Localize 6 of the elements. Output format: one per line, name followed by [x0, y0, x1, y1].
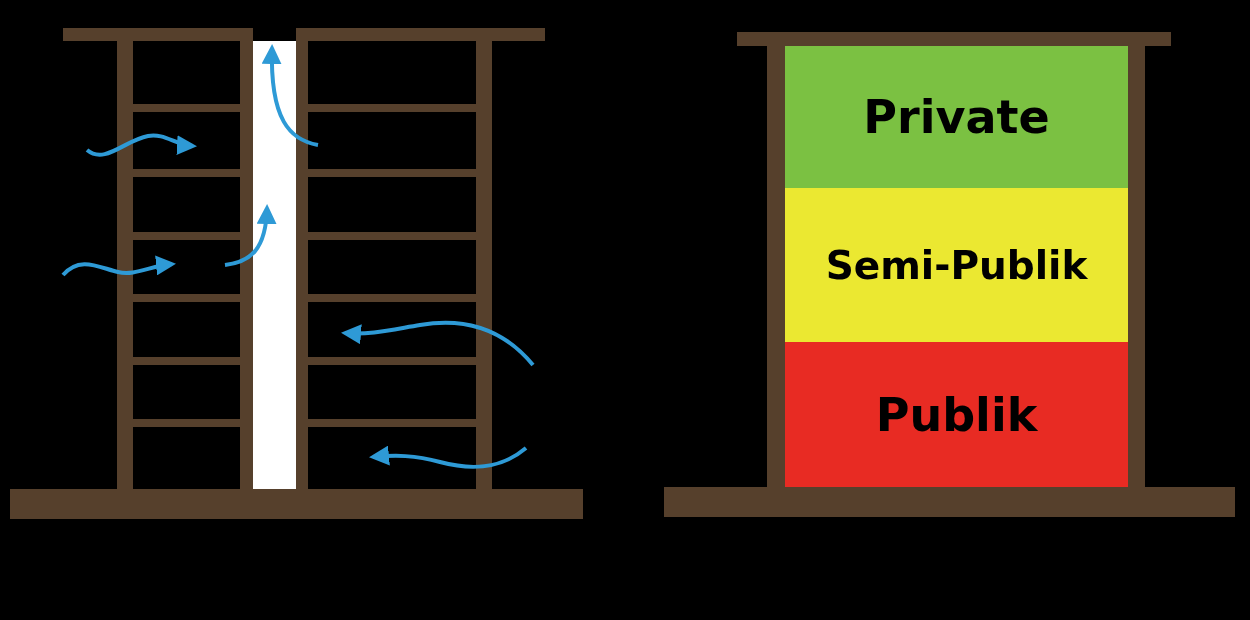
- zone-band: [785, 342, 1128, 487]
- zone-label: Publik: [875, 387, 1038, 442]
- zone-band: [785, 188, 1128, 342]
- zone-label: Private: [863, 90, 1050, 144]
- zone-label: Semi-Publik: [825, 242, 1088, 288]
- zone-band: [785, 46, 1128, 188]
